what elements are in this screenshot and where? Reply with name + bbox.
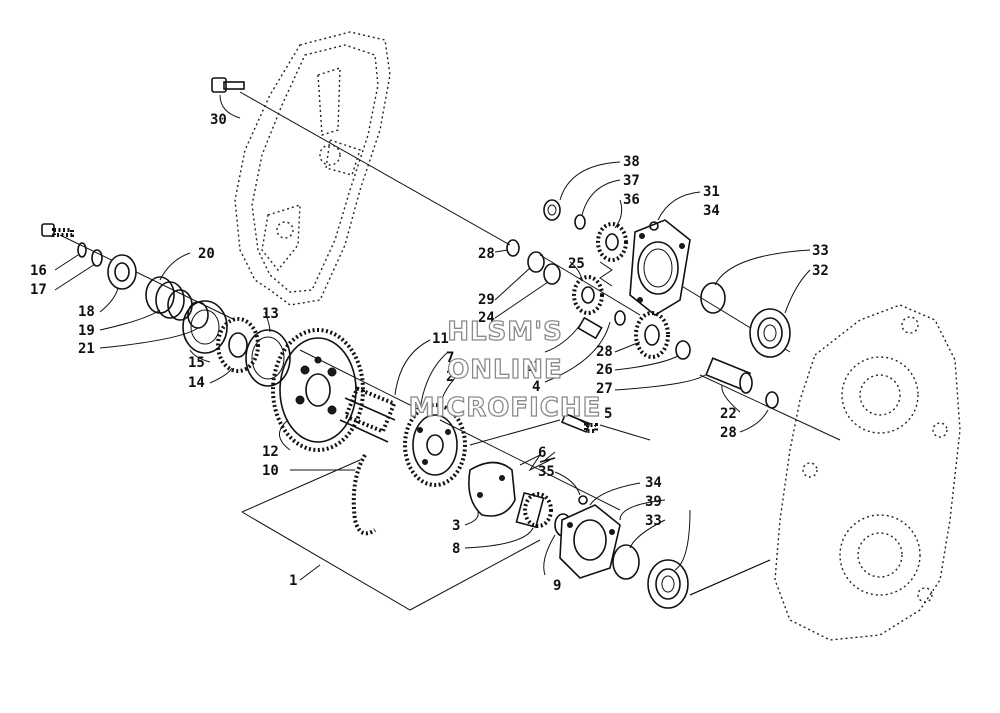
part-label-14: 14 bbox=[188, 375, 205, 391]
watermark-line-3: MICROFICHE bbox=[409, 393, 602, 423]
part-label-36: 36 bbox=[623, 192, 640, 208]
part-label-31: 31 bbox=[703, 184, 720, 200]
part-label-34: 34 bbox=[703, 203, 720, 219]
part-label-29: 29 bbox=[478, 292, 495, 308]
gear-36 bbox=[596, 222, 628, 262]
washer-29 bbox=[527, 251, 545, 273]
part-label-23: 23 bbox=[525, 359, 542, 375]
bearing-14 bbox=[216, 317, 260, 373]
shaft-11 bbox=[339, 385, 397, 443]
watermark-line-2: ONLINE bbox=[447, 355, 563, 385]
spring-6 bbox=[519, 453, 556, 472]
part-label-4: 4 bbox=[532, 379, 540, 395]
bolt-30 bbox=[211, 77, 245, 93]
part-label-32: 32 bbox=[812, 263, 829, 279]
watermark: HLSM'S ONLINE MICROFICHE bbox=[408, 316, 602, 423]
part-label-12: 12 bbox=[262, 444, 279, 460]
part-label-22: 22 bbox=[720, 406, 737, 422]
washer-28-mid bbox=[614, 310, 626, 326]
part-label-5: 5 bbox=[604, 406, 612, 422]
washer-28-lower bbox=[765, 391, 779, 409]
sprocket-2 bbox=[403, 403, 467, 487]
part-label-6: 6 bbox=[538, 445, 546, 461]
bushing-24 bbox=[543, 263, 561, 285]
washers-17-18 bbox=[77, 242, 103, 267]
part-label-18: 18 bbox=[78, 304, 95, 320]
part-label-30: 30 bbox=[210, 112, 227, 128]
large-sprocket-12 bbox=[271, 328, 365, 452]
part-label-21: 21 bbox=[78, 341, 95, 357]
part-label-24: 24 bbox=[478, 310, 495, 326]
part-label-34: 34 bbox=[645, 475, 662, 491]
seal-33-upper bbox=[700, 282, 726, 314]
part-label-13: 13 bbox=[262, 306, 279, 322]
part-label-26: 26 bbox=[596, 362, 613, 378]
part-label-7: 7 bbox=[446, 350, 454, 366]
leader-lines bbox=[54, 94, 811, 611]
bearing-32 bbox=[749, 308, 791, 358]
pin-4 bbox=[577, 316, 603, 340]
nut-38 bbox=[543, 199, 561, 221]
bearing-19 bbox=[107, 254, 137, 290]
shaft-22 bbox=[705, 357, 753, 394]
bearing-plate-31 bbox=[629, 219, 691, 316]
ring-13 bbox=[245, 329, 291, 387]
part-label-25: 25 bbox=[568, 256, 585, 272]
spring-25 bbox=[599, 261, 613, 287]
part-label-2: 2 bbox=[446, 369, 454, 385]
part-label-33: 33 bbox=[812, 243, 829, 259]
bushing-27 bbox=[675, 340, 691, 360]
chaincase-cover bbox=[234, 31, 391, 306]
part-label-16: 16 bbox=[30, 263, 47, 279]
part-label-27: 27 bbox=[596, 381, 613, 397]
drive-chain bbox=[351, 453, 377, 536]
gear-23 bbox=[572, 275, 604, 315]
gear-26 bbox=[634, 311, 670, 359]
part-label-28: 28 bbox=[478, 246, 495, 262]
washer-15 bbox=[182, 300, 228, 354]
part-label-33: 33 bbox=[645, 513, 662, 529]
part-label-37: 37 bbox=[623, 173, 640, 189]
bolt-16 bbox=[41, 223, 74, 237]
part-label-35: 35 bbox=[538, 464, 555, 480]
bearing-8 bbox=[515, 491, 553, 529]
part-label-38: 38 bbox=[623, 154, 640, 170]
plate-3 bbox=[468, 461, 516, 517]
part-label-39: 39 bbox=[645, 494, 662, 510]
part-label-11: 11 bbox=[432, 331, 449, 347]
part-label-28: 28 bbox=[596, 344, 613, 360]
part-label-8: 8 bbox=[452, 541, 460, 557]
part-label-9: 9 bbox=[553, 578, 561, 594]
seal-33-lower bbox=[612, 544, 640, 580]
part-label-19: 19 bbox=[78, 323, 95, 339]
watermark-line-1: HLSM'S bbox=[447, 317, 563, 347]
gearcase-housing bbox=[774, 304, 961, 641]
part-label-10: 10 bbox=[262, 463, 279, 479]
washer-28-upper bbox=[506, 239, 520, 257]
part-label-17: 17 bbox=[30, 282, 47, 298]
bearing-plate-39 bbox=[559, 504, 621, 579]
nut-34-upper bbox=[649, 221, 659, 231]
part-label-20: 20 bbox=[198, 246, 215, 262]
bearing-lower bbox=[647, 559, 689, 609]
part-label-3: 3 bbox=[452, 518, 460, 534]
part-label-15: 15 bbox=[188, 355, 205, 371]
part-label-28: 28 bbox=[720, 425, 737, 441]
washer-37 bbox=[574, 214, 586, 230]
part-number-labels: 30 38 37 36 31 34 16 17 20 18 19 21 15 1… bbox=[30, 112, 829, 594]
nut-35 bbox=[578, 495, 588, 505]
part-label-1: 1 bbox=[289, 573, 297, 589]
